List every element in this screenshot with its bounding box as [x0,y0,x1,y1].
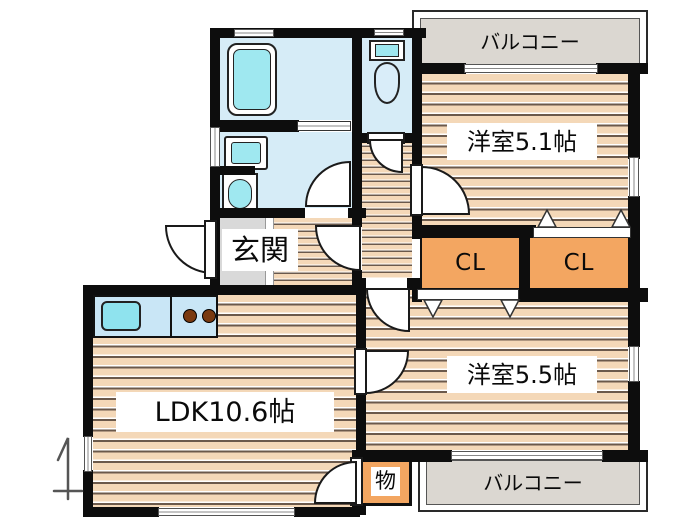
closet-2-folding-door [533,227,631,238]
wall [519,225,530,302]
wall [294,507,360,517]
door-opening [366,278,407,290]
wall [83,285,365,295]
balcony-bottom-label: バルコニー [483,470,583,495]
wall [352,450,452,462]
wall [412,28,422,73]
wall [219,120,299,132]
north-arrow-icon [56,437,70,501]
stove-burner-left [183,309,197,323]
kitchen-sink [101,301,141,331]
wall [412,225,536,238]
wall [596,63,648,74]
wash-basin-bowl [231,142,261,164]
wall [352,503,366,515]
closet-1-label: CL [455,249,486,276]
window [374,29,404,36]
wall [83,507,159,517]
wall [628,63,640,159]
wall [352,218,362,228]
wall [628,196,640,347]
entrance-label: 玄関 [222,229,298,271]
window [629,157,639,197]
window-balcony-top [464,64,598,73]
wall [83,470,93,517]
door-opening [305,208,348,218]
window [234,29,274,37]
wall [219,166,255,175]
wall [219,208,307,218]
wall [356,391,366,458]
wall [412,63,466,74]
wall [400,133,422,143]
wall [352,28,362,218]
stove-burner-right [202,309,216,323]
window [158,508,295,516]
room1-label: 洋室5.1帖 [447,123,597,160]
kitchen-counter-divider [170,295,172,338]
closet-1-folding-door [417,289,519,300]
window [210,127,220,167]
room1-door-leaf [410,164,423,216]
bathtub-basin [233,49,271,110]
wall [602,450,648,462]
storage-label: 物 [371,467,400,496]
wall [412,63,422,167]
wall [406,278,420,290]
wall [210,28,426,38]
wall [362,133,370,143]
window-balcony-bottom [451,451,603,460]
balcony-bottom: バルコニー [426,460,640,505]
balcony-top-label: バルコニー [480,29,580,54]
wall [356,288,366,352]
window [84,436,92,472]
door-opening [352,227,362,270]
washing-machine-tub [228,179,252,209]
hallway-floor [362,133,412,288]
wall [83,285,93,437]
bathroom-sliding-door [297,121,351,131]
wall [519,288,648,302]
entrance-door-arc [164,225,214,275]
room2-label: 洋室5.5帖 [447,356,597,393]
wall [628,381,640,462]
ldk-label: LDK10.6帖 [116,392,334,432]
balcony-top: バルコニー [420,18,640,65]
toilet-tank-lid [375,44,399,57]
wall [346,208,366,218]
closet-2-label: CL [563,249,595,276]
window [629,346,639,382]
toilet-bowl [374,62,400,104]
